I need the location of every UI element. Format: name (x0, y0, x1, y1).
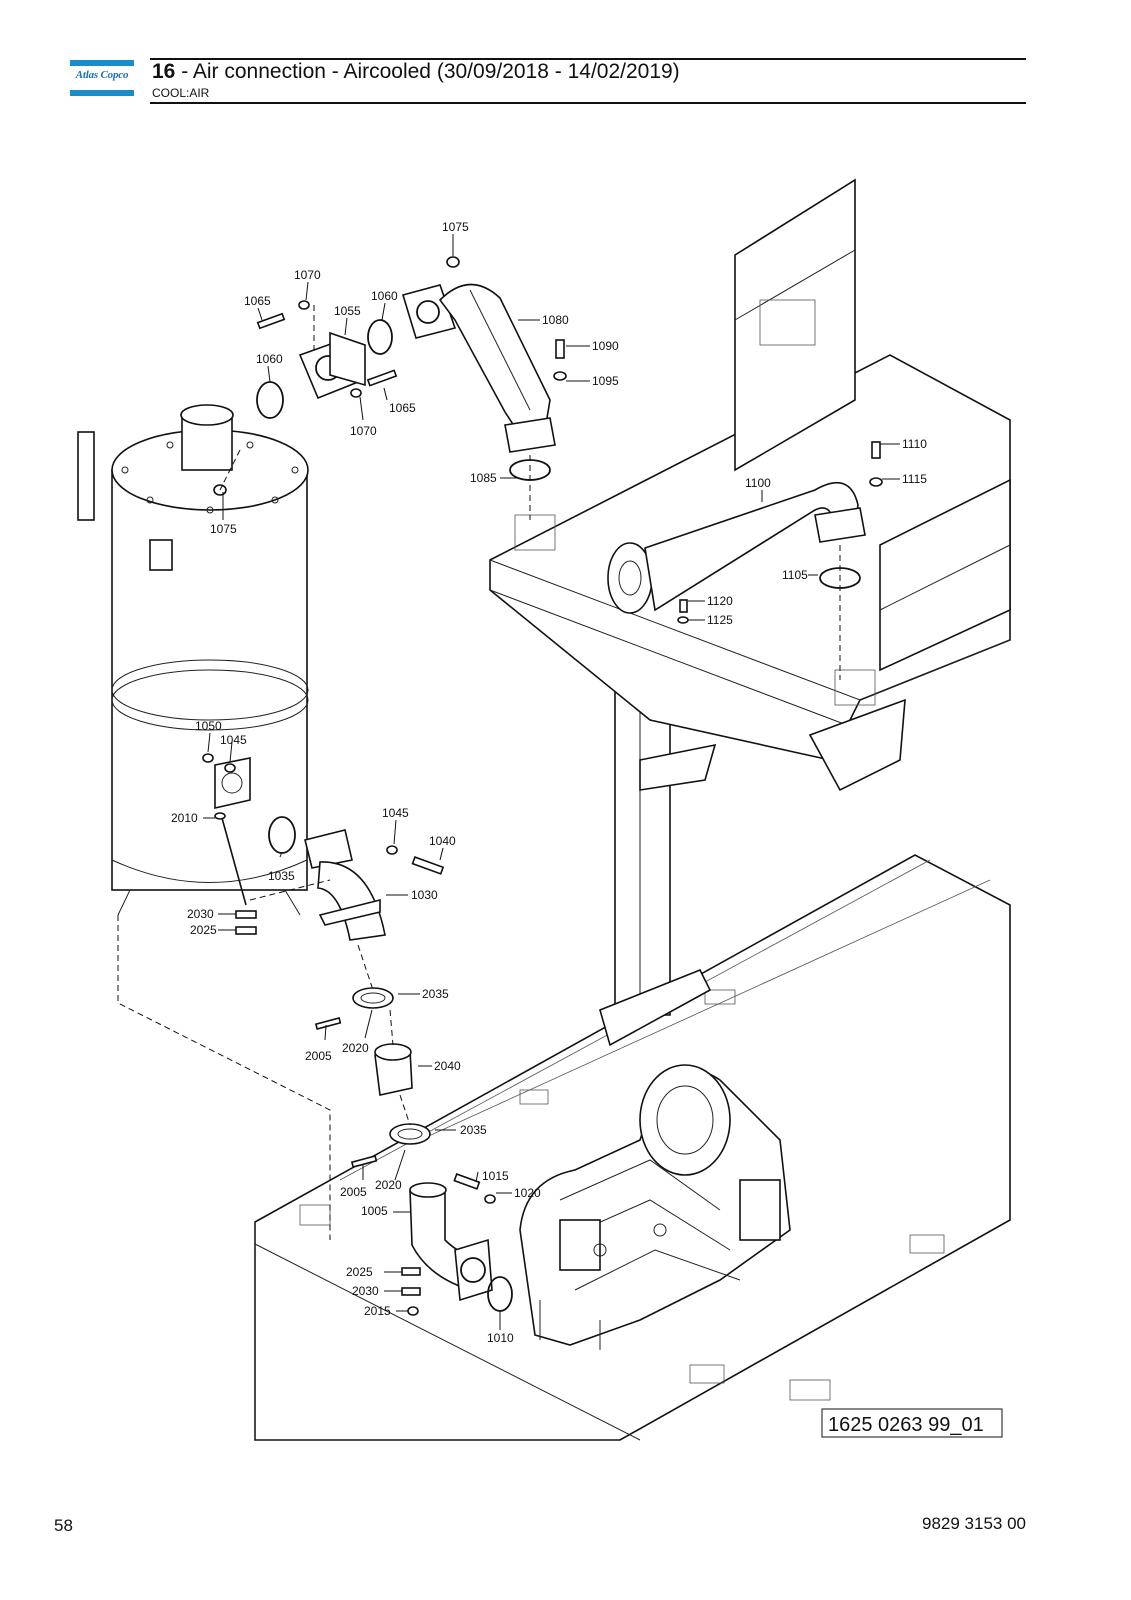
callout-1070a: 1070 (294, 268, 321, 282)
callout-1005: 1005 (361, 1204, 388, 1218)
callout-1125: 1125 (707, 613, 733, 627)
header-bottom-rule (150, 102, 1026, 104)
atlas-copco-logo: Atlas Copco (70, 60, 134, 96)
callout-1045b: 1045 (382, 806, 409, 820)
callout-1035: 1035 (268, 869, 295, 883)
callout-1060a: 1060 (371, 289, 398, 303)
callout-2005b: 2005 (340, 1185, 367, 1199)
callout-2030a: 2030 (187, 907, 214, 921)
callout-2020b: 2020 (375, 1178, 402, 1192)
lower-pipe-assembly (117, 753, 513, 1316)
upper-pipe-assembly (219, 256, 567, 520)
callout-2015: 2015 (364, 1304, 391, 1318)
callout-2010: 2010 (171, 811, 198, 825)
callout-2035a: 2035 (422, 987, 449, 1001)
support-column (599, 649, 717, 1047)
callout-1110: 1110 (902, 437, 927, 451)
callout-1030: 1030 (411, 888, 438, 902)
callout-1075b: 1075 (210, 522, 237, 536)
callout-1075a: 1075 (442, 220, 469, 234)
callout-1015: 1015 (482, 1169, 509, 1183)
callout-2035b: 2035 (460, 1123, 487, 1137)
compressor-element (519, 1064, 791, 1350)
receiver-vessel (77, 404, 309, 916)
cooler-outlet-pipe (607, 441, 883, 680)
document-number: 9829 3153 00 (922, 1514, 1026, 1533)
callout-1050: 1050 (195, 719, 222, 733)
callout-leaders (203, 234, 900, 1330)
callout-1040: 1040 (429, 834, 456, 848)
callout-2030b: 2030 (352, 1284, 379, 1298)
logo-bottom-bar (70, 90, 134, 96)
callout-1090: 1090 (592, 339, 619, 353)
callout-1060b: 1060 (256, 352, 283, 366)
callout-1105: 1105 (782, 568, 808, 582)
page-title: 16 - Air connection - Aircooled (30/09/2… (152, 60, 680, 84)
callout-2025a: 2025 (190, 923, 217, 937)
callout-1115: 1115 (902, 472, 927, 486)
callout-1070b: 1070 (350, 424, 377, 438)
callout-1085: 1085 (470, 471, 497, 485)
callout-1080: 1080 (542, 313, 569, 327)
callout-2005a: 2005 (305, 1049, 332, 1063)
callout-1010: 1010 (487, 1331, 514, 1345)
section-title: - Air connection - Aircooled (30/09/2018… (175, 60, 680, 83)
callout-1065b: 1065 (389, 401, 416, 415)
callout-1020: 1020 (514, 1186, 541, 1200)
callout-1120: 1120 (707, 594, 733, 608)
reference-code: 1625 0263 99_01 (828, 1414, 984, 1436)
callout-1095: 1095 (592, 374, 619, 388)
page-number: 58 (54, 1516, 73, 1535)
callout-1100: 1100 (745, 476, 771, 490)
logo-wordmark: Atlas Copco (75, 69, 129, 81)
callout-2020a: 2020 (342, 1041, 369, 1055)
reference-code-box: 1625 0263 99_01 (821, 1408, 1003, 1438)
logo-top-bar (70, 60, 134, 66)
callout-2025b: 2025 (346, 1265, 373, 1279)
page-subtitle: COOL:AIR (152, 86, 210, 100)
callout-1055: 1055 (334, 304, 361, 318)
callout-2040: 2040 (434, 1059, 461, 1073)
callout-1065a: 1065 (244, 294, 271, 308)
callout-1045a: 1045 (220, 733, 247, 747)
callout-labels: 1075 1070 1065 1055 1060 1080 1060 1090 … (171, 220, 927, 1345)
section-number: 16 (152, 60, 176, 83)
header-top-rule (150, 58, 1026, 60)
